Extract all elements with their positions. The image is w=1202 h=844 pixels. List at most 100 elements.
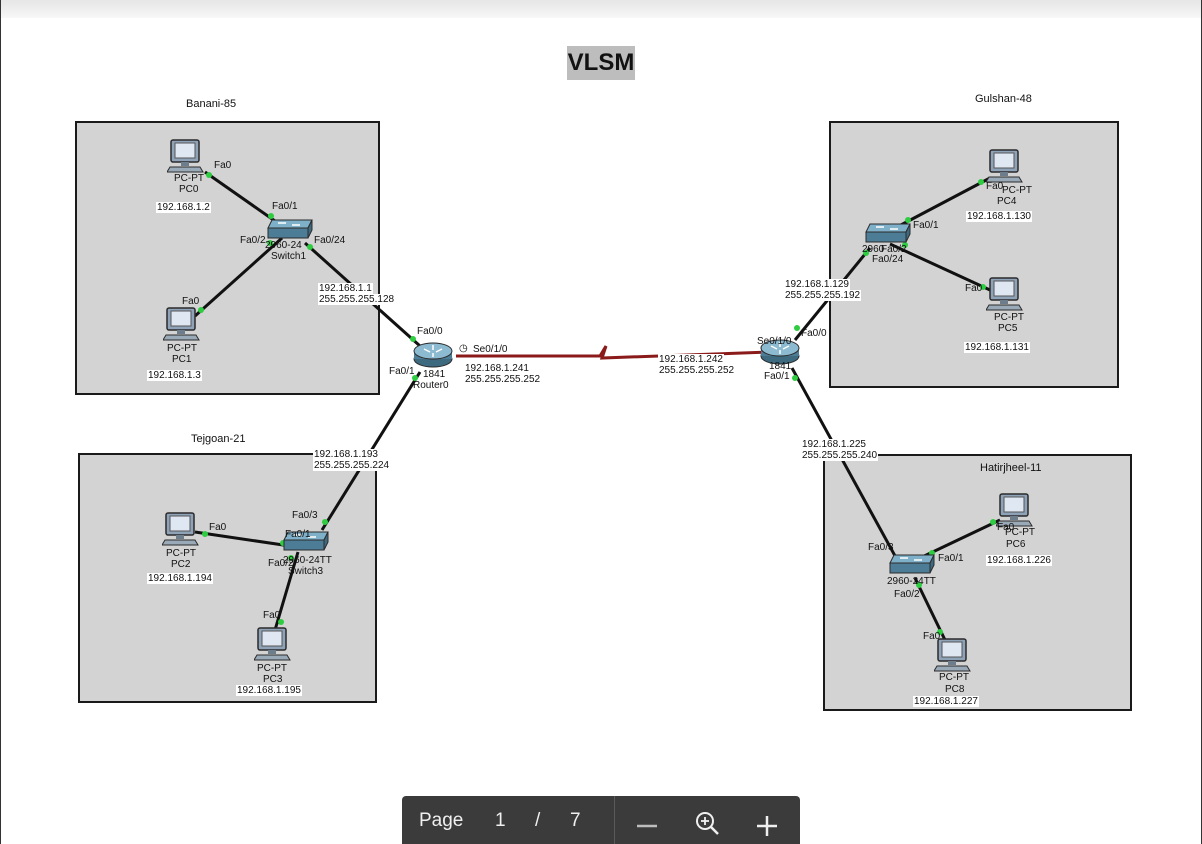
port-label: Fa0: [923, 631, 941, 642]
port-label: Fa0: [965, 283, 983, 294]
port-label: Fa0/1: [764, 371, 790, 382]
device-name-label: PC2: [171, 559, 191, 570]
port-dot: [198, 307, 204, 313]
pc-icon-pc1[interactable]: [162, 307, 201, 346]
ip-label: 192.168.1.3: [147, 370, 202, 381]
ip-label: 192.168.1.194: [147, 573, 213, 584]
port-label: Fa0: [182, 296, 200, 307]
pc-icon-pc5[interactable]: [985, 277, 1024, 316]
port-dot: [792, 375, 798, 381]
device-type-label: PC-PT: [174, 173, 204, 184]
ip-label: 192.168.1.226: [986, 555, 1052, 566]
device-type-label: PC-PT: [257, 663, 287, 674]
mask-label: 255.255.255.224: [313, 460, 391, 471]
device-name-label: PC0: [179, 184, 199, 195]
clock-icon: ◷: [459, 343, 468, 354]
pc-icon-pc0[interactable]: [166, 139, 205, 178]
port-dot: [863, 250, 869, 256]
ip-label: 192.168.1.227: [913, 696, 979, 707]
toolbar-divider: [614, 796, 615, 844]
ip-label: 192.168.1.1: [318, 283, 373, 294]
port-label: Fa0: [986, 181, 1004, 192]
device-name-label: Router0: [413, 380, 449, 391]
mask-label: 255.255.255.240: [801, 450, 879, 461]
pc-icon-pc8[interactable]: [933, 638, 972, 677]
device-model-label: 1841: [769, 361, 792, 372]
device-model-label: 1841: [423, 369, 446, 380]
port-dot: [202, 531, 208, 537]
port-label: Fa0/2: [881, 244, 907, 255]
link-pc1-switch1: [193, 236, 284, 318]
router-icon-router1[interactable]: [759, 338, 801, 371]
zone-label-banani: Banani-85: [186, 98, 237, 110]
pc-icon-pc2[interactable]: [161, 512, 200, 551]
port-label: Fa0/1: [389, 366, 415, 377]
port-label: Se0/1/0: [473, 344, 508, 355]
frame-left-edge: [0, 0, 1, 844]
port-dot: [206, 172, 212, 178]
port-label: Fa0: [209, 522, 227, 533]
device-type-label: PC-PT: [166, 548, 196, 559]
switch-icon-gulshan[interactable]: [864, 222, 912, 251]
mask-label: 255.255.255.252: [658, 365, 736, 376]
device-type-label: PC-PT: [1005, 527, 1035, 538]
device-model-label: 2960-24TT: [283, 555, 332, 566]
port-label: Fa0/2: [268, 558, 294, 569]
zone-label-gulshan: Gulshan-48: [975, 93, 1032, 105]
zone-banani: [75, 121, 380, 395]
pc-icon-pc6[interactable]: [995, 493, 1034, 532]
port-dot: [978, 179, 984, 185]
port-dot: [937, 629, 943, 635]
pc-icon-pc4[interactable]: [985, 149, 1024, 188]
ip-label: 192.168.1.195: [236, 685, 302, 696]
minus-icon[interactable]: [632, 806, 662, 836]
ip-label: 192.168.1.241: [464, 363, 530, 374]
port-dot: [916, 582, 922, 588]
port-dot: [905, 217, 911, 223]
device-model-label: 2960-24: [265, 240, 302, 251]
zoom-in-icon[interactable]: [692, 806, 722, 836]
mask-label: 255.255.255.128: [318, 294, 396, 305]
port-label: Fa0: [214, 160, 232, 171]
port-label: Fa0/1: [938, 553, 964, 564]
device-model-label: 2960: [862, 244, 885, 255]
port-label: Fa0/24: [872, 254, 904, 265]
port-label: Se0/1/0: [757, 336, 792, 347]
ip-label: 192.168.1.193: [313, 449, 379, 460]
port-label: Fa0: [997, 522, 1015, 533]
link-pc5-switch-gulshan: [889, 242, 991, 292]
port-dot: [307, 244, 313, 250]
port-dot: [980, 284, 986, 290]
viewer-top-bar: [0, 0, 1202, 18]
device-name-label: PC5: [998, 323, 1018, 334]
port-label: Fa0/0: [801, 328, 827, 339]
zone-label-hatirjheel: Hatirjheel-11: [980, 462, 1042, 474]
pc-icon-pc3[interactable]: [253, 627, 292, 666]
ip-label: 192.168.1.129: [784, 279, 850, 290]
port-dot: [412, 375, 418, 381]
device-type-label: PC-PT: [939, 672, 969, 683]
port-label: Fa0/1: [285, 529, 311, 540]
switch-icon-hatirjheel[interactable]: [888, 553, 936, 582]
zone-hatirjheel: [823, 454, 1132, 711]
port-label: Fa0/3: [292, 510, 318, 521]
device-name-label: PC4: [997, 196, 1017, 207]
mask-label: 255.255.255.252: [464, 374, 542, 385]
switch-icon-switch1[interactable]: [266, 218, 314, 247]
ip-label: 192.168.1.130: [966, 211, 1032, 222]
port-dot: [267, 240, 273, 246]
device-type-label: PC-PT: [1002, 185, 1032, 196]
device-name-label: PC6: [1006, 539, 1026, 550]
page-separator: /: [535, 810, 541, 831]
zone-tejgoan: [78, 453, 377, 703]
plus-icon[interactable]: [752, 806, 782, 836]
device-name-label: Switch1: [271, 251, 307, 262]
port-label: Fa0/3: [868, 542, 894, 553]
port-dot: [410, 336, 416, 342]
ip-label: 192.168.1.242: [658, 354, 724, 365]
port-dot: [278, 619, 284, 625]
switch-icon-switch3[interactable]: [282, 530, 330, 559]
current-page-number[interactable]: 1: [495, 810, 506, 831]
port-dot: [990, 519, 996, 525]
router-icon-router0[interactable]: [412, 341, 454, 374]
